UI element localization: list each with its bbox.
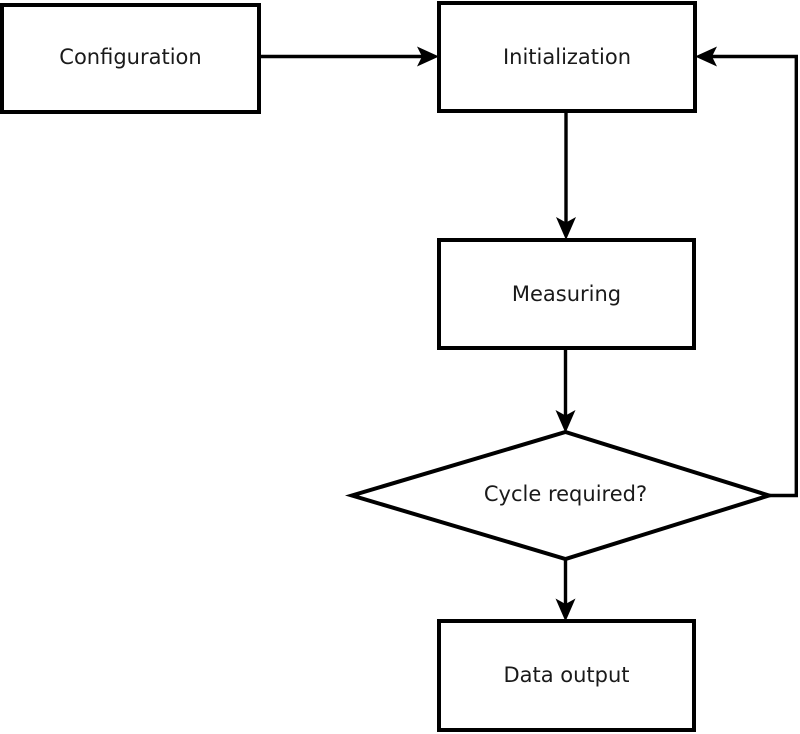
node-cycle-required-shape[interactable] — [344, 429, 776, 562]
arrowhead-into-initialization-left — [417, 46, 439, 67]
node-configuration-shape[interactable] — [0, 3, 261, 114]
node-measuring-label: Measuring — [512, 282, 621, 306]
node-data-output-label: Data output — [503, 663, 629, 687]
node-configuration[interactable]: Configuration — [0, 3, 261, 114]
node-data-output-shape[interactable] — [437, 619, 696, 732]
edge-cycle-required-to-data-output — [555, 558, 576, 622]
node-cycle-required-label: Cycle required? — [484, 482, 647, 506]
node-initialization-shape[interactable] — [437, 1, 697, 113]
edge-cycle-required-to-initialization-feedback — [695, 46, 798, 498]
node-measuring-shape[interactable] — [437, 238, 696, 350]
node-data-output[interactable]: Data output — [437, 619, 696, 732]
node-initialization-label: Initialization — [503, 45, 631, 69]
arrowhead-into-measuring-top — [556, 217, 576, 240]
arrowhead-into-cycle-required-top — [555, 410, 576, 433]
node-configuration-label: Configuration — [59, 45, 201, 69]
edge-initialization-to-measuring — [556, 111, 576, 240]
node-cycle-required[interactable]: Cycle required? — [344, 429, 776, 562]
edge-configuration-to-initialization — [260, 46, 439, 67]
arrowhead-into-data-output-top — [555, 598, 576, 622]
node-measuring[interactable]: Measuring — [437, 238, 696, 350]
edge-measuring-to-cycle-required — [555, 348, 576, 433]
node-initialization[interactable]: Initialization — [437, 1, 697, 113]
edge-line-feedback-loop — [709, 54, 798, 498]
arrowhead-into-initialization-right — [695, 46, 717, 67]
